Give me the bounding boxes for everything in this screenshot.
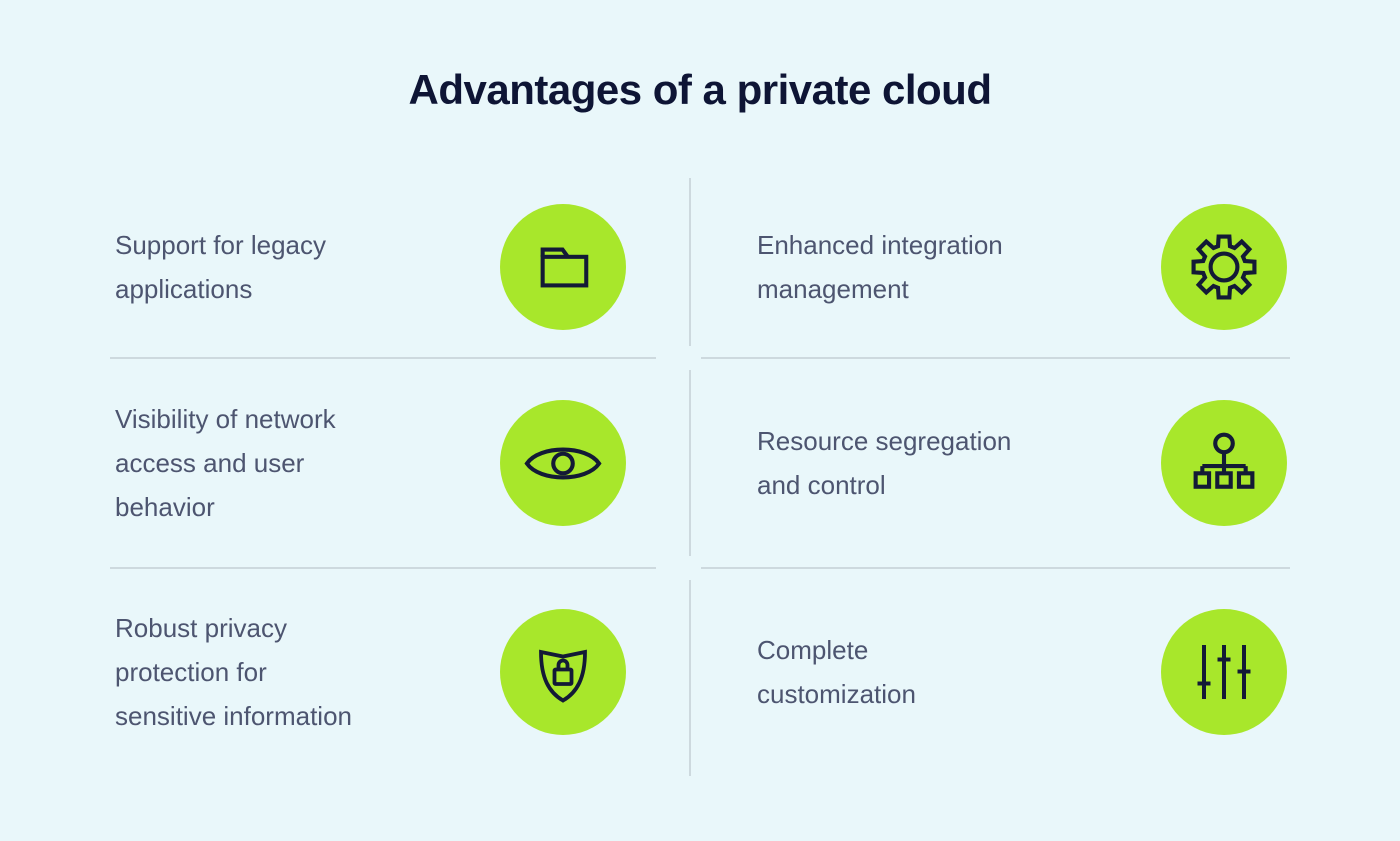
advantage-item-visibility: Visibility of network access and user be… [110, 358, 690, 568]
horizontal-divider-segment [701, 357, 1290, 359]
vertical-divider-segment [689, 370, 691, 556]
advantage-label: Enhanced integration management [757, 229, 1003, 304]
advantage-item-legacy-support: Support for legacy applications [110, 175, 690, 358]
advantage-label: Visibility of network access and user be… [115, 404, 336, 522]
page-title: Advantages of a private cloud [408, 66, 992, 113]
shield-lock-icon [500, 608, 626, 735]
advantages-grid: Support for legacy applications Enhanced… [110, 175, 1290, 775]
advantage-item-privacy: Robust privacy protection for sensitive … [110, 568, 690, 775]
folder-icon [500, 203, 626, 330]
vertical-divider-segment [689, 580, 691, 776]
advantage-item-segregation: Resource segregation and control [690, 358, 1290, 568]
advantage-item-customization: Complete customization [690, 568, 1290, 775]
org-hierarchy-icon [1161, 400, 1287, 526]
horizontal-divider-segment [110, 357, 656, 359]
advantage-label: Complete customization [757, 634, 916, 709]
advantage-item-integration: Enhanced integration management [690, 175, 1290, 358]
eye-icon [500, 400, 626, 526]
horizontal-divider-segment [110, 567, 656, 569]
advantage-label: Resource segregation and control [757, 426, 1012, 500]
horizontal-divider-segment [701, 567, 1290, 569]
gear-icon [1161, 203, 1287, 330]
vertical-divider-segment [689, 178, 691, 346]
advantage-label: Support for legacy applications [115, 229, 327, 304]
advantage-label: Robust privacy protection for sensitive … [115, 612, 352, 731]
sliders-icon [1161, 608, 1287, 735]
